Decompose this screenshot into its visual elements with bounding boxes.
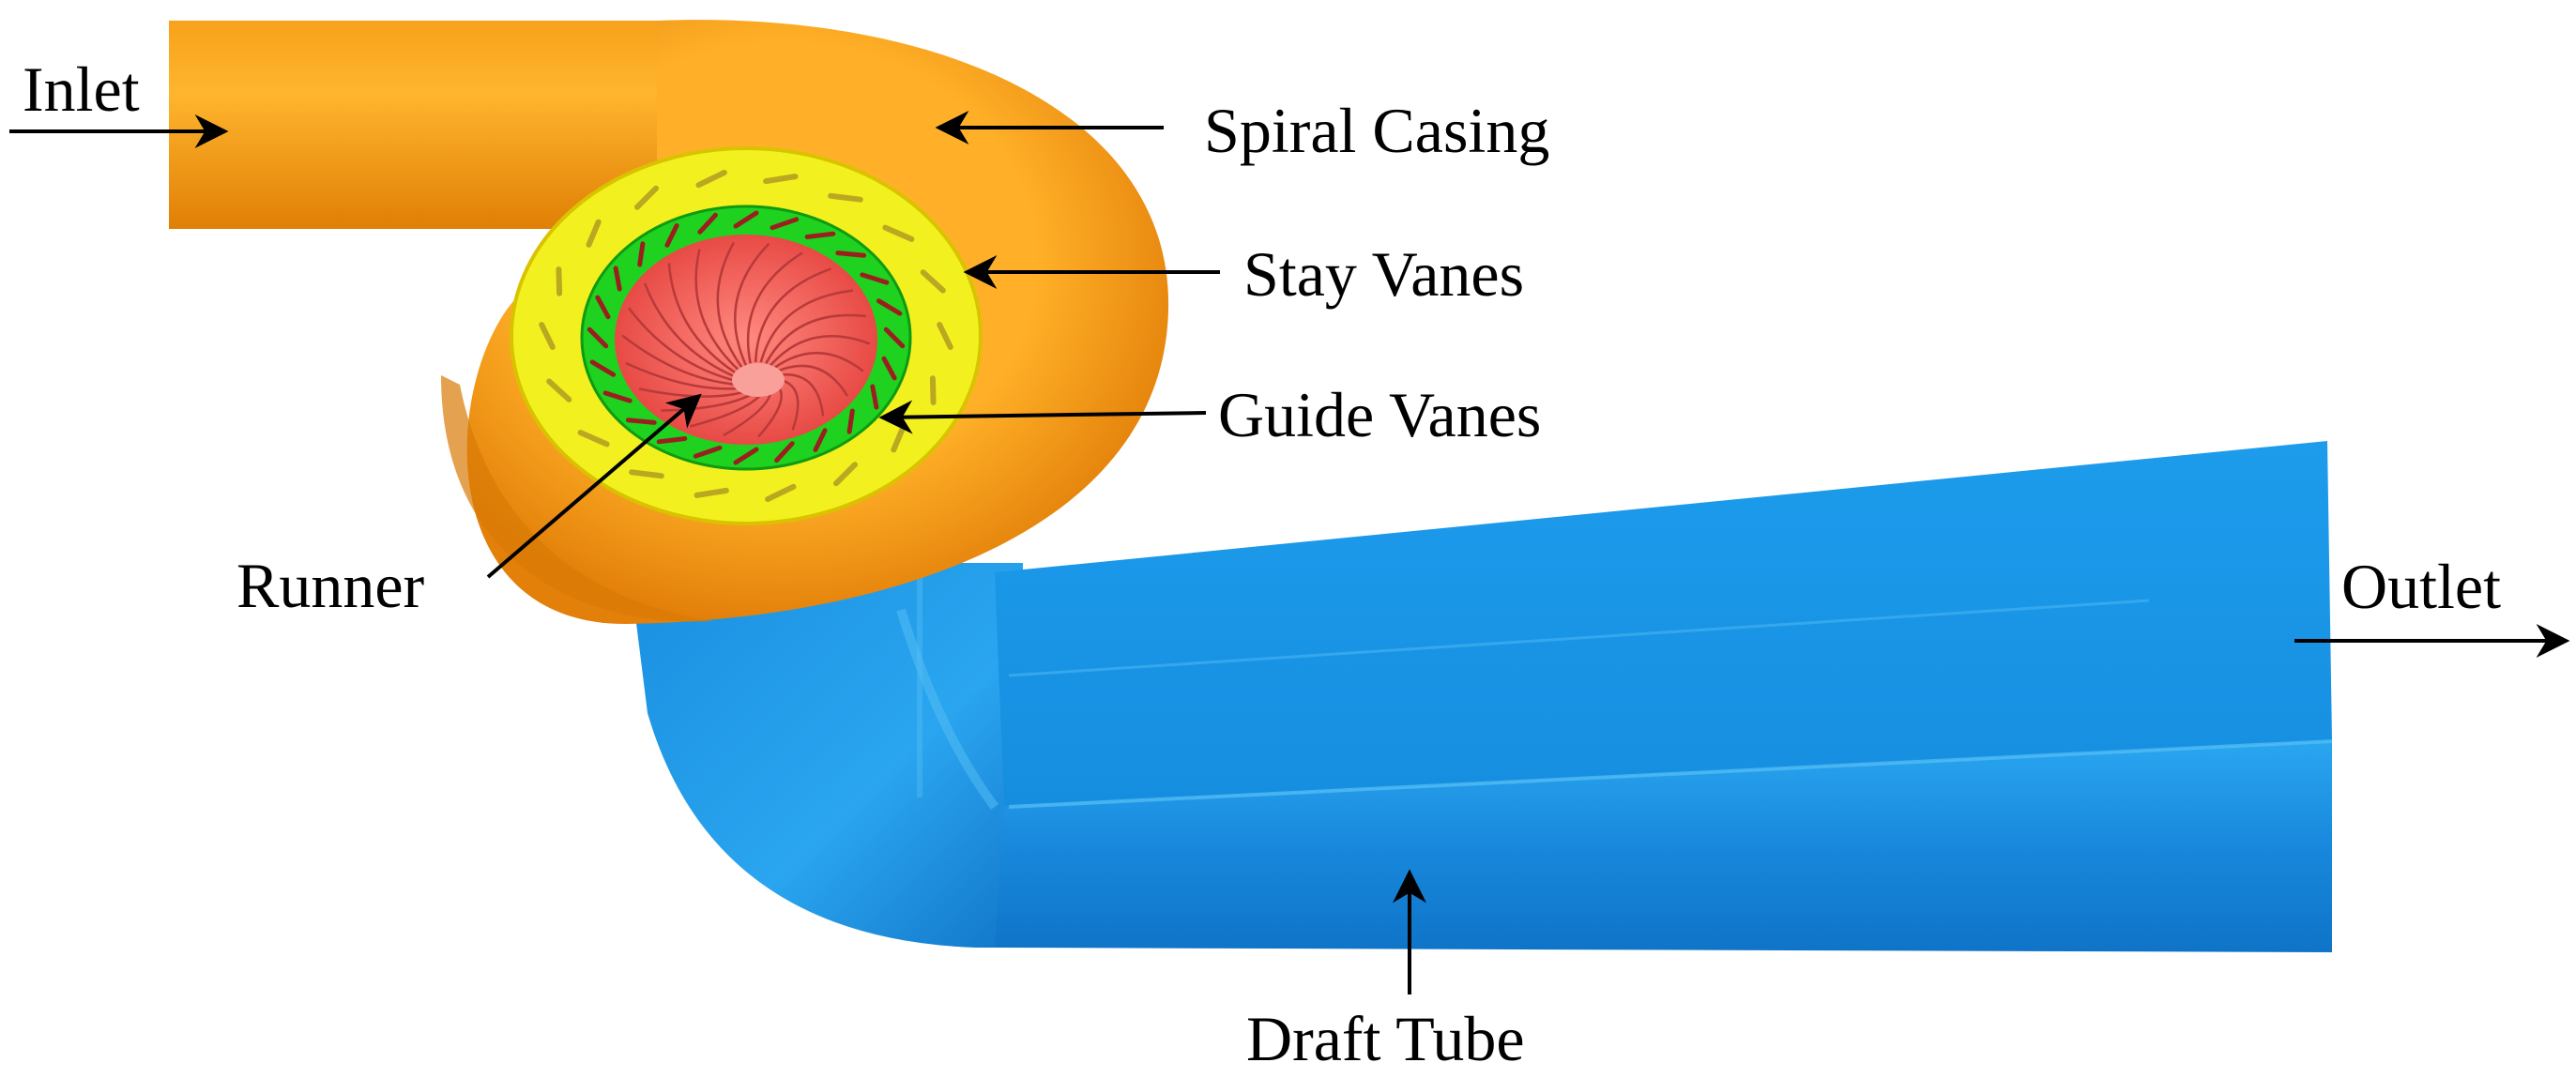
guide-vane <box>835 251 867 258</box>
runner-label: Runner <box>236 550 425 621</box>
stay-vane <box>556 266 563 296</box>
draft-tube-label: Draft Tube <box>1246 1003 1525 1074</box>
stay-vane <box>920 269 946 294</box>
stay-vane <box>539 322 556 350</box>
runner-blade <box>734 242 770 366</box>
stay-vane <box>765 483 797 503</box>
guide-vane <box>846 408 855 434</box>
guide-vane <box>697 212 718 235</box>
guide-vane <box>625 418 657 425</box>
annotation-arrows <box>9 111 2570 994</box>
guide-vane <box>860 272 890 285</box>
guide-vane <box>587 326 609 349</box>
inlet-label: Inlet <box>23 53 140 125</box>
stay-vane <box>828 192 863 203</box>
runner-blade <box>628 307 743 384</box>
runner-blade <box>759 289 854 363</box>
stay-vane <box>546 378 572 402</box>
draft-tube-front <box>995 741 2332 952</box>
guide-vane <box>804 231 836 239</box>
draft-tube-top <box>995 441 2332 807</box>
stay-vane <box>694 487 729 498</box>
runner-blade <box>776 372 825 417</box>
stay-vane <box>634 185 659 210</box>
guide-vane <box>813 428 828 452</box>
guide-vane <box>693 445 723 459</box>
guide-vane <box>595 295 611 320</box>
runner-blade <box>621 334 746 387</box>
stay-vane <box>763 174 799 185</box>
guide-vane <box>589 359 617 377</box>
stay-vane <box>929 375 937 405</box>
runner-blade <box>716 241 744 370</box>
guide-vane <box>733 447 759 465</box>
guide-vane <box>876 298 903 316</box>
stay-vanes-label: Stay Vanes <box>1243 238 1524 310</box>
inlet-pipe <box>169 21 713 229</box>
runner-arrow <box>486 393 702 579</box>
stay-vane <box>882 224 915 242</box>
runner-blade <box>775 364 848 397</box>
runner-blade <box>773 351 864 372</box>
outlet-label: Outlet <box>2341 551 2501 622</box>
guide-vane <box>664 223 679 248</box>
guide-vane <box>637 241 646 267</box>
stay-vane <box>833 462 858 487</box>
runner <box>615 235 877 445</box>
stay-vane <box>937 322 953 350</box>
stay-vane <box>695 169 727 189</box>
runner-blade <box>643 282 741 381</box>
guide-vane <box>770 217 800 231</box>
runner-blade <box>765 313 867 364</box>
runner-blade <box>694 249 741 373</box>
guide-vane <box>733 210 759 229</box>
runner-blade <box>770 334 871 367</box>
guide-vanes-arrow <box>878 400 1207 434</box>
draft-tube <box>629 441 2333 952</box>
guide-vane <box>883 326 906 349</box>
stay-vane <box>629 469 664 479</box>
guide-vane <box>774 441 795 463</box>
guide-vanes-label: Guide Vanes <box>1218 379 1541 450</box>
draft-tube-elbow <box>629 563 1023 948</box>
guide-vane <box>613 266 622 292</box>
guide-vane <box>881 356 897 381</box>
guide-vane <box>870 384 879 410</box>
spiral-casing-label: Spiral Casing <box>1204 95 1549 166</box>
runner-blade <box>746 251 803 364</box>
guide-vane <box>656 436 688 445</box>
runner-blade <box>667 263 740 377</box>
stay-vane <box>586 219 602 248</box>
guide-vane <box>602 390 633 403</box>
runner-blade <box>754 267 832 363</box>
stay-vane <box>577 430 610 448</box>
